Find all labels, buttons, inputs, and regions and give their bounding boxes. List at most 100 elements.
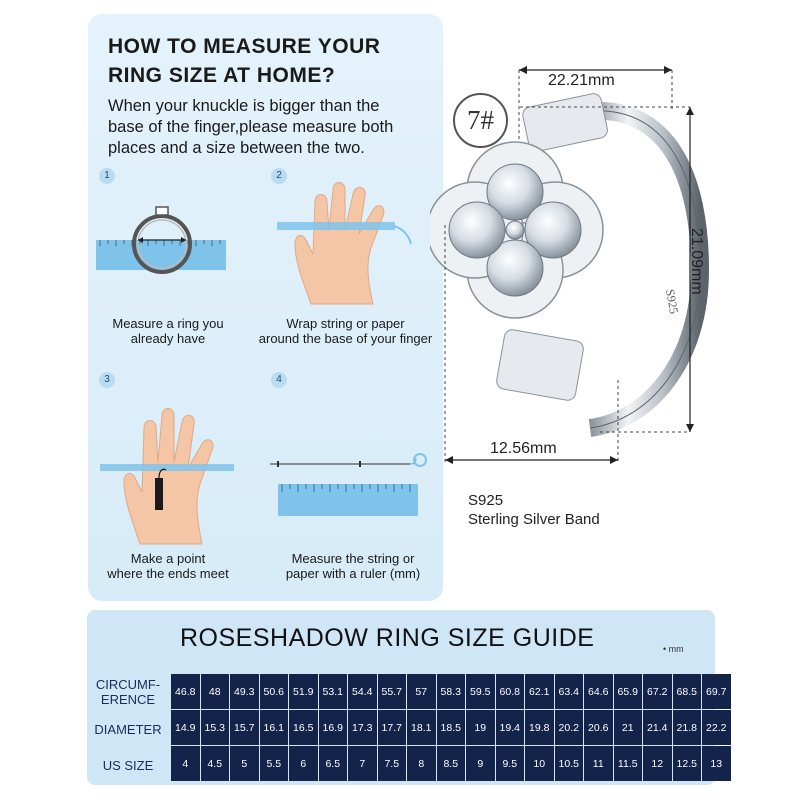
- caption-line: paper with a ruler (mm): [285, 566, 421, 581]
- table-cell: 54.4: [348, 674, 377, 709]
- table-cell: 5.5: [259, 746, 288, 781]
- table-cell: 8.5: [436, 746, 465, 781]
- table-cell: 15.3: [200, 710, 229, 745]
- table-cell: 49.3: [230, 674, 259, 709]
- table-cell: 12: [643, 746, 672, 781]
- step-number-2: 2: [271, 168, 287, 184]
- string-ruler-illustration: [270, 453, 427, 516]
- table-cell: 7: [348, 746, 377, 781]
- step-caption-2: Wrap string or paper around the base of …: [248, 316, 443, 346]
- table-cell: 55.7: [377, 674, 406, 709]
- table-cell: 63.4: [554, 674, 583, 709]
- table-cell: 11: [584, 746, 613, 781]
- table-cell: 19.4: [495, 710, 524, 745]
- caption-line: Wrap string or paper: [286, 316, 405, 331]
- width-top-label: 22.21mm: [548, 72, 615, 89]
- caption-line: Measure the string or: [291, 551, 415, 566]
- table-cell: 4: [171, 746, 200, 781]
- size-tag: 7#: [453, 93, 508, 148]
- table-cell: 21.4: [643, 710, 672, 745]
- table-cell: 18.5: [436, 710, 465, 745]
- measure-guide-panel: HOW TO MEASURE YOUR RING SIZE AT HOME? W…: [88, 14, 443, 601]
- table-cell: 19.8: [525, 710, 554, 745]
- table-cell: 17.3: [348, 710, 377, 745]
- table-cell: 16.1: [259, 710, 288, 745]
- table-cell: 20.2: [554, 710, 583, 745]
- table-cell: 64.6: [584, 674, 613, 709]
- intro-line: places and a size between the two.: [108, 139, 365, 157]
- table-cell: 13: [702, 746, 731, 781]
- step-number-1: 1: [99, 168, 115, 184]
- band-stamp: S925: [663, 288, 681, 315]
- caption-line: Measure a ring you: [112, 316, 224, 331]
- table-cell: 10: [525, 746, 554, 781]
- panel-title: HOW TO MEASURE YOUR RING SIZE AT HOME?: [108, 32, 428, 90]
- table-cell: 14.9: [171, 710, 200, 745]
- step-number-3: 3: [99, 372, 115, 388]
- panel-title-line: HOW TO MEASURE YOUR: [108, 35, 381, 58]
- table-cell: 21.8: [672, 710, 701, 745]
- table-cell: 8: [407, 746, 436, 781]
- table-cell: 69.7: [702, 674, 731, 709]
- table-cell: 65.9: [613, 674, 642, 709]
- table-cell: 50.6: [259, 674, 288, 709]
- step-caption-1: Measure a ring you already have: [88, 316, 248, 346]
- row-label-us-size: US SIZE: [87, 758, 169, 773]
- table-cell: 21: [613, 710, 642, 745]
- width-bottom-label: 12.56mm: [490, 440, 557, 457]
- caption-line: around the base of your finger: [258, 331, 433, 346]
- panel-intro: When your knuckle is bigger than the bas…: [108, 96, 428, 159]
- step-caption-4: Measure the string or paper with a ruler…: [263, 551, 443, 581]
- caption-line: Make a point: [130, 551, 206, 566]
- table-cell: 67.2: [643, 674, 672, 709]
- table-cell: 19: [466, 710, 495, 745]
- table-cell: 9: [466, 746, 495, 781]
- hand-string-illustration: [277, 182, 412, 305]
- material-code: S925: [468, 492, 504, 509]
- ring-product-image: S925: [430, 93, 710, 437]
- table-cell: 68.5: [672, 674, 701, 709]
- table-cell: 57: [407, 674, 436, 709]
- size-guide-title: ROSESHADOW RING SIZE GUIDE: [180, 624, 595, 652]
- intro-line: base of the finger,please measure both: [108, 118, 394, 136]
- table-cell: 59.5: [466, 674, 495, 709]
- table-cell: 62.1: [525, 674, 554, 709]
- table-cell: 48: [200, 674, 229, 709]
- caption-line: where the ends meet: [107, 566, 229, 581]
- ring-ruler-illustration: [96, 206, 226, 274]
- table-cell: 60.8: [495, 674, 524, 709]
- table-cell: 20.6: [584, 710, 613, 745]
- table-cell: 16.9: [318, 710, 347, 745]
- table-cell: 22.2: [702, 710, 731, 745]
- unit-dot-icon: •: [663, 644, 667, 654]
- panel-title-line: RING SIZE AT HOME?: [108, 64, 336, 87]
- table-cell: 51.9: [289, 674, 318, 709]
- row-label-circumference: CIRCUMF- ERENCE: [87, 677, 169, 707]
- caption-line: already have: [130, 331, 206, 346]
- table-cell: 18.1: [407, 710, 436, 745]
- row-label-line: ERENCE: [100, 692, 156, 707]
- step-number-4: 4: [271, 372, 287, 388]
- row-label-line: CIRCUMF-: [95, 677, 161, 692]
- unit-label: • mm: [663, 644, 684, 654]
- unit-text: mm: [668, 644, 684, 654]
- material-description: Sterling Silver Band: [468, 511, 600, 528]
- table-cell: 58.3: [436, 674, 465, 709]
- step-caption-3: Make a point where the ends meet: [88, 551, 248, 581]
- table-cell: 16.5: [289, 710, 318, 745]
- material-info: S925 Sterling Silver Band: [468, 491, 600, 529]
- table-cell: 7.5: [377, 746, 406, 781]
- table-cell: 4.5: [200, 746, 229, 781]
- height-label: 21.09mm: [688, 228, 705, 295]
- table-cell: 17.7: [377, 710, 406, 745]
- table-cell: 11.5: [613, 746, 642, 781]
- table-cell: 10.5: [554, 746, 583, 781]
- intro-line: When your knuckle is bigger than the: [108, 97, 380, 115]
- row-label-diameter: DIAMETER: [87, 722, 169, 737]
